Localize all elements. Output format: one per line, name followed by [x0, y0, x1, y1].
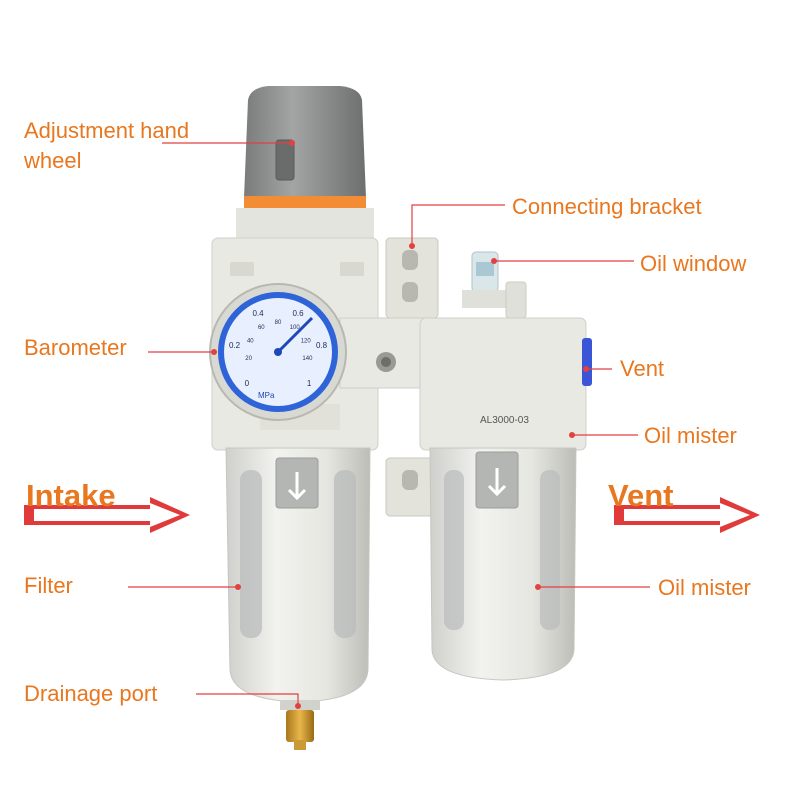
gauge-inner-tick-label: 80	[275, 320, 282, 326]
gauge-tick-label: 0.8	[316, 341, 328, 350]
gauge-inner-tick-label: 140	[302, 356, 313, 362]
gauge-tick-label: 0.2	[229, 341, 241, 350]
label-oil-mister-bottom: Oil mister	[658, 575, 751, 600]
leader-lines	[128, 140, 650, 709]
intake-arrow	[24, 497, 190, 533]
gauge-tick-label: 0	[245, 379, 250, 388]
gauge-inner-tick-label: 100	[290, 325, 301, 331]
label-adjustment-hand-wheel-line2: wheel	[24, 148, 82, 173]
gauge-inner-tick-label: 120	[301, 339, 312, 345]
lubricator-body: AL3000-03	[419, 251, 592, 451]
vent-arrow	[614, 497, 760, 533]
label-filter: Filter	[24, 573, 73, 598]
adjustment-hand-wheel	[236, 86, 374, 238]
gauge-tick-label: 0.4	[252, 309, 264, 318]
label-connecting-bracket: Connecting bracket	[512, 194, 702, 219]
label-adjustment-hand-wheel-line1: Adjustment hand	[24, 118, 190, 143]
gauge-inner-tick-label: 20	[245, 356, 252, 362]
label-oil-mister-top: Oil mister	[644, 423, 737, 448]
gauge-tick-label: 0.6	[292, 309, 304, 318]
label-drainage-port: Drainage port	[24, 681, 158, 706]
gauge-inner-tick-label: 40	[247, 339, 254, 345]
lubricator-bowl	[429, 447, 577, 681]
label-barometer: Barometer	[24, 335, 127, 360]
label-vent: Vent	[620, 356, 665, 381]
lubricator-model-text: AL3000-03	[480, 415, 529, 426]
gauge-unit: MPa	[258, 391, 275, 400]
label-oil-window: Oil window	[640, 251, 747, 276]
filter-bowl	[225, 447, 371, 703]
gauge-inner-tick-label: 60	[258, 325, 265, 331]
label-intake: Intake	[26, 478, 116, 513]
label-vent-flow: Vent	[608, 478, 674, 513]
gauge-tick-label: 1	[307, 379, 312, 388]
